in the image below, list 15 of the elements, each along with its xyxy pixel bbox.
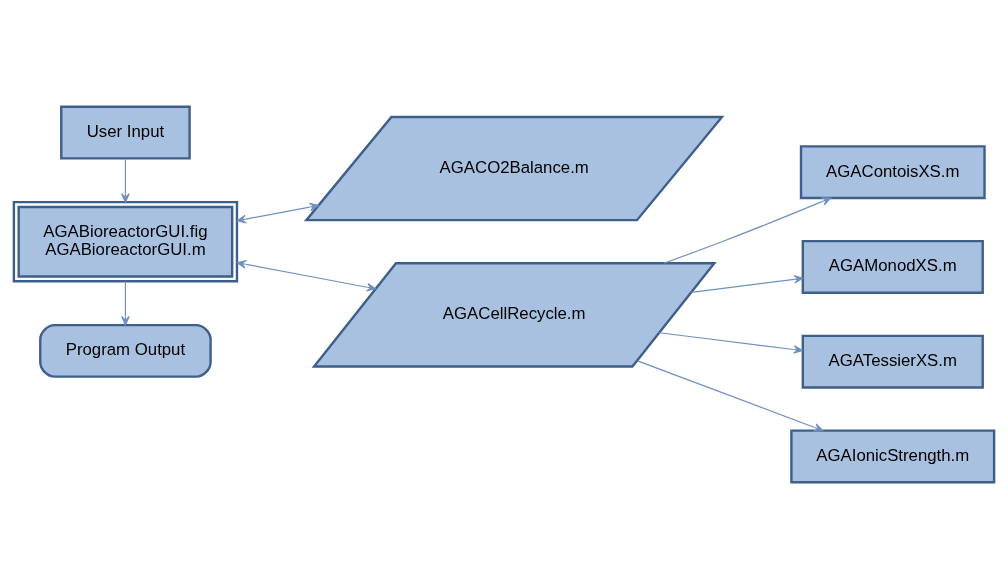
node-box: Program Output <box>38 323 212 378</box>
arrow <box>120 157 130 203</box>
arrow <box>662 196 831 264</box>
node-box: AGAContoisXS.m <box>799 144 986 199</box>
arrow <box>120 280 130 325</box>
arrow <box>690 274 803 293</box>
arrow <box>658 331 803 354</box>
arrow <box>236 259 376 292</box>
arrow <box>236 202 319 223</box>
node-box: AGAIonicStrength.m <box>789 428 995 483</box>
node-box: AGAMonodXS.m <box>801 239 984 294</box>
arrow <box>636 359 823 432</box>
node-box: AGATessierXS.m <box>801 334 984 389</box>
node-box: AGABioreactorGUI.fig AGABioreactorGUI.m <box>12 200 238 282</box>
node-box: User Input <box>59 105 191 160</box>
